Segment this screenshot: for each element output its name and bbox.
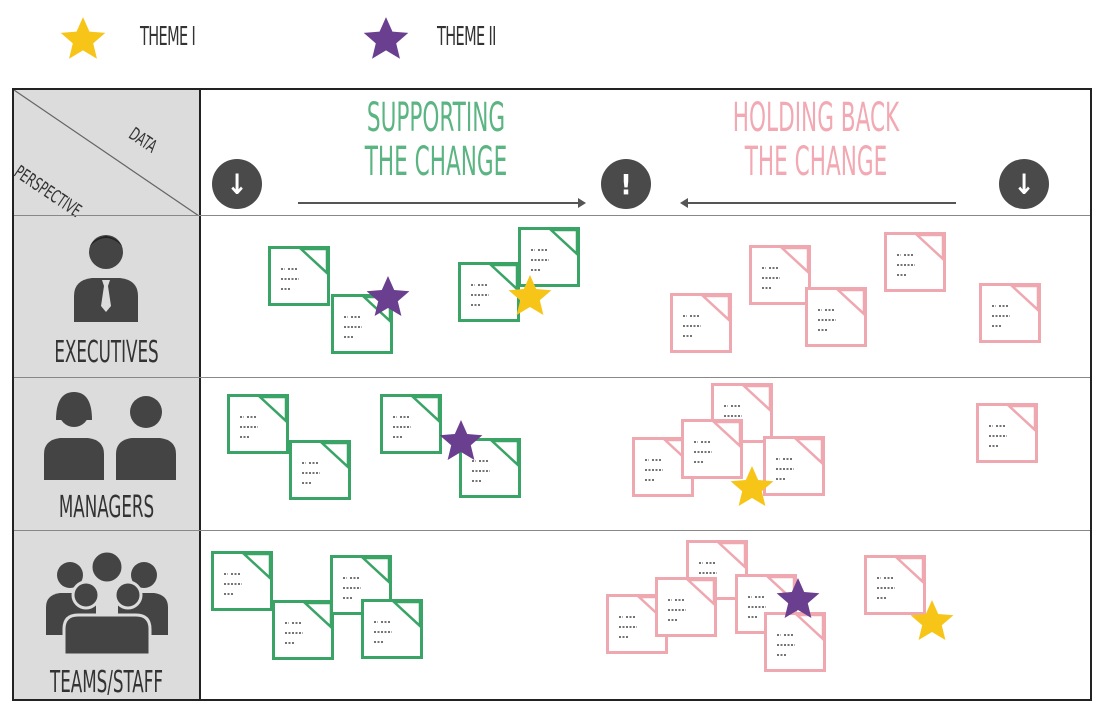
corner-diagonal [14,90,199,216]
supporting-sticky-note [289,440,351,500]
supporting-sticky-note [459,438,521,498]
supporting-sticky-note [272,600,334,660]
supporting-sticky-note [227,394,289,454]
row-label-executives: EXECUTIVES [54,335,159,370]
holding-back-sticky-note [764,612,826,672]
theme-i-star-icon [730,466,774,506]
theme-i-star-icon [508,275,552,315]
managers-icon [44,392,176,480]
supporting-title: SUPPORTING THE CHANGE [316,96,556,184]
theme-ii-star-icon [439,420,483,460]
holding-back-sticky-note [655,577,717,637]
theme-ii-star-icon [363,17,409,59]
supporting-sticky-note [211,551,273,611]
exclamation-icon: ! [601,159,651,209]
holding-back-sticky-note [884,232,946,292]
holding-back-sticky-note [749,245,811,305]
theme-i-star-icon [60,17,106,59]
row-divider [14,377,1090,378]
holding-line2: THE CHANGE [744,139,888,185]
theme-i-star-icon [910,600,954,640]
holding-back-sticky-note [979,283,1041,343]
supporting-sticky-note [458,262,520,322]
holding-line1: HOLDING BACK [732,95,900,141]
holding-back-sticky-note [805,287,867,347]
supporting-sticky-note [361,599,423,659]
holding-back-sticky-note [670,293,732,353]
perspective-column [14,90,201,699]
holding-back-sticky-note [864,555,926,615]
holding-back-sticky-note [681,419,743,479]
row-label-managers: MANAGERS [58,490,155,525]
row-divider [14,215,1090,216]
left-arrow [680,198,956,208]
holding-back-sticky-note [976,403,1038,463]
holding-back-sticky-note [686,540,748,600]
team-icon [46,549,168,655]
legend-theme-ii: THEME II [437,22,496,52]
executive-icon [74,235,138,322]
supporting-sticky-note [268,246,330,306]
right-arrow [298,198,586,208]
holding-title: HOLDING BACK THE CHANGE [696,96,936,184]
holding-back-sticky-note [763,436,825,496]
supporting-sticky-note [331,294,393,354]
theme-ii-star-icon [366,276,410,316]
supporting-sticky-note [380,394,442,454]
supporting-line2: THE CHANGE [364,139,508,185]
supporting-sticky-note [518,227,580,287]
row-label-teams-staff: TEAMS/STAFF [49,665,164,700]
row-divider [14,530,1090,531]
stakeholder-matrix: DATA PERSPECTIVE SUPPORTING THE CHANGE H… [10,88,1092,701]
legend-theme-i: THEME I [140,22,196,52]
down-arrow-icon: ↓ [999,159,1049,209]
theme-ii-star-icon [776,578,820,618]
down-arrow-icon: ↓ [212,159,262,209]
supporting-line1: SUPPORTING [366,95,506,141]
